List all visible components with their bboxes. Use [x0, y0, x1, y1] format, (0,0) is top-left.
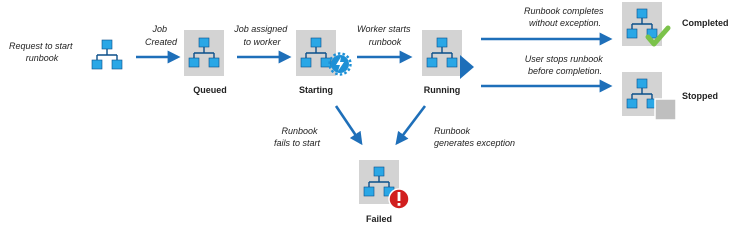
- arrow-running-to-failed: [395, 105, 427, 146]
- node-stopped-label: Stopped: [682, 91, 718, 101]
- node-completed: Completed: [622, 2, 729, 47]
- node-stopped: Stopped: [622, 72, 718, 121]
- hierarchy-icon: [91, 39, 123, 70]
- edge-label-runbook-completes: Runbook completes without exception.: [524, 6, 606, 28]
- arrow-starting-to-failed: [334, 105, 363, 146]
- node-queued: Queued: [184, 30, 227, 95]
- exclamation-icon: [388, 188, 410, 210]
- edge-label-generates-exception: Runbook generates exception: [434, 126, 515, 148]
- node-running-label: Running: [424, 85, 461, 95]
- gear-lightning-icon: [328, 52, 352, 76]
- node-starting-label: Starting: [299, 85, 333, 95]
- edge-label-job-created: Job Created: [145, 24, 178, 47]
- edge-label-worker-starts: Worker starts runbook: [357, 24, 413, 47]
- runbook-state-diagram: Job Created Job assigned to worker Worke…: [9, 2, 729, 224]
- node-queued-label: Queued: [193, 85, 227, 95]
- edge-label-user-stops: User stops runbook before completion.: [525, 54, 606, 76]
- node-starting: Starting: [296, 30, 352, 95]
- node-completed-label: Completed: [682, 18, 729, 28]
- node-request-label: Request to start runbook: [9, 41, 75, 63]
- node-running: Running: [422, 30, 474, 95]
- edge-label-fails-to-start: Runbook fails to start: [274, 126, 321, 148]
- checkmark-icon: [645, 25, 671, 47]
- play-arrow-icon: [460, 55, 474, 79]
- stop-square-icon: [654, 98, 677, 121]
- node-failed-label: Failed: [366, 214, 392, 224]
- node-failed: Failed: [359, 160, 410, 224]
- edge-label-job-assigned: Job assigned to worker: [233, 24, 290, 47]
- node-request: Request to start runbook: [9, 39, 123, 70]
